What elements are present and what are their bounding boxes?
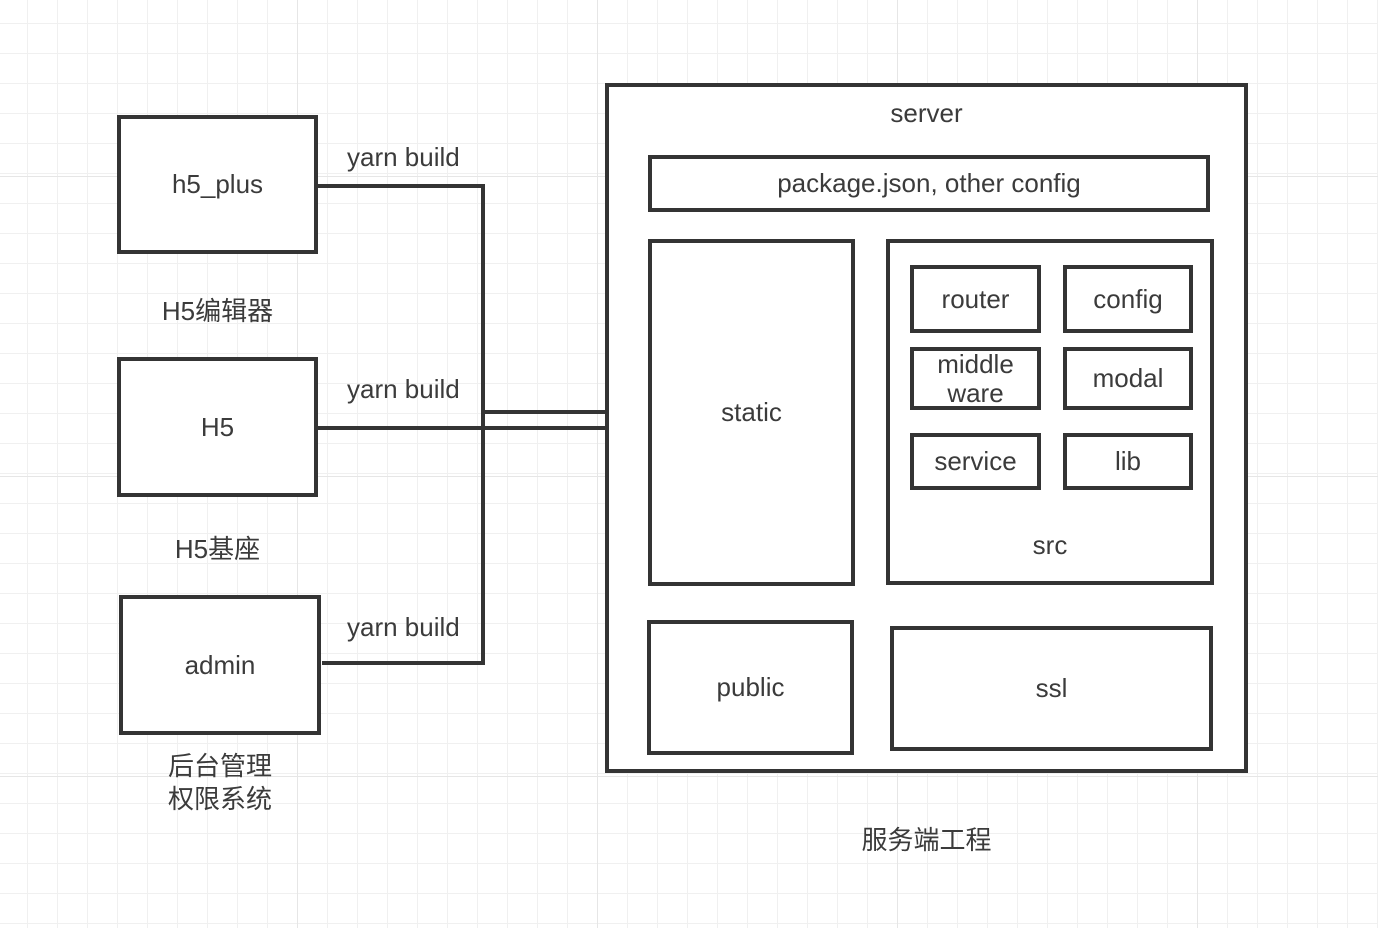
node-public: public xyxy=(647,620,854,755)
caption-h5-base: H5基座 xyxy=(174,534,261,564)
package-json-config-label: package.json, other config xyxy=(777,168,1081,198)
edge-label-yarn-build-1: yarn build xyxy=(347,142,460,172)
node-service: service xyxy=(910,433,1041,490)
caption-h5-editor: H5编辑器 xyxy=(161,296,274,326)
node-router: router xyxy=(910,265,1041,333)
caption-server-project: 服务端工程 xyxy=(861,825,992,855)
node-admin: admin xyxy=(119,595,321,735)
node-h5-plus-label: h5_plus xyxy=(171,169,264,199)
node-config: config xyxy=(1063,265,1193,333)
node-server: server package.json, other config static… xyxy=(605,83,1248,773)
middleware-label: middle ware xyxy=(937,348,1014,408)
node-h5: H5 xyxy=(117,357,318,497)
edge-label-yarn-build-2: yarn build xyxy=(347,374,460,404)
node-modal: modal xyxy=(1063,347,1193,410)
static-label: static xyxy=(721,397,782,427)
node-src: router config middle ware modal service … xyxy=(886,239,1214,585)
node-admin-label: admin xyxy=(184,649,256,680)
node-static: static xyxy=(648,239,855,586)
modal-label: modal xyxy=(1092,363,1164,393)
public-label: public xyxy=(716,672,785,702)
src-title: src xyxy=(1032,530,1068,560)
caption-admin-system: 后台管理 权限系统 xyxy=(167,751,272,814)
config-label: config xyxy=(1093,283,1163,314)
node-package-json-config: package.json, other config xyxy=(648,155,1210,212)
ssl-label: ssl xyxy=(1035,673,1068,703)
node-ssl: ssl xyxy=(890,626,1213,751)
node-h5-plus: h5_plus xyxy=(117,115,318,254)
router-label: router xyxy=(941,283,1010,314)
lib-label: lib xyxy=(1114,446,1141,476)
edge-label-yarn-build-3: yarn build xyxy=(347,612,460,642)
node-middleware: middle ware xyxy=(910,347,1041,410)
node-h5-label: H5 xyxy=(200,411,235,442)
node-lib: lib xyxy=(1063,433,1193,490)
server-title: server xyxy=(890,98,963,128)
service-label: service xyxy=(934,446,1017,476)
